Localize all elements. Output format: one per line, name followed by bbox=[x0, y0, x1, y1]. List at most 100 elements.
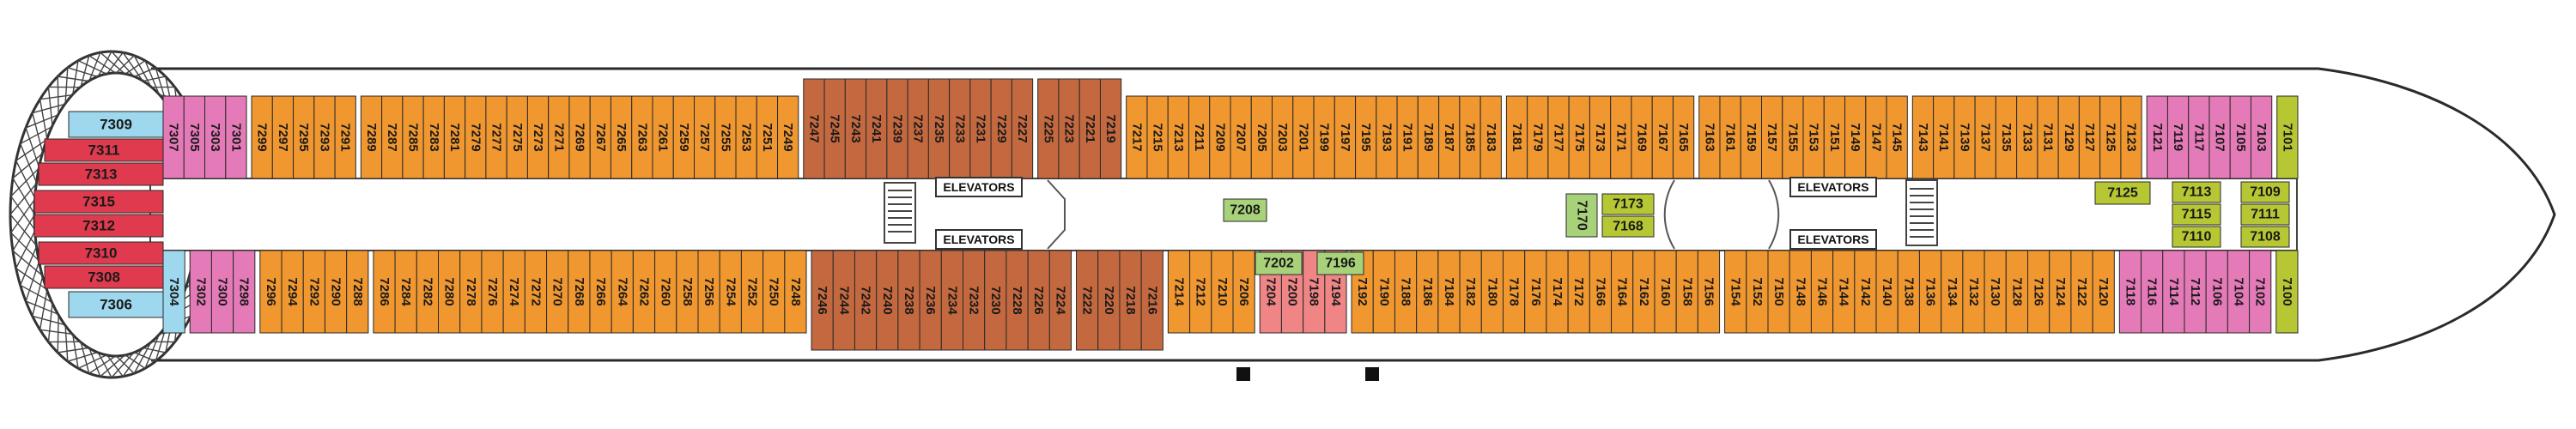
cabin-7127[interactable]: 7127 bbox=[2078, 95, 2101, 179]
cabin-7114[interactable]: 7114 bbox=[2162, 250, 2185, 334]
cabin-7176[interactable]: 7176 bbox=[1524, 250, 1547, 334]
cabin-7157[interactable]: 7157 bbox=[1761, 95, 1783, 179]
cabin-7280[interactable]: 7280 bbox=[438, 250, 461, 334]
cabin-7218[interactable]: 7218 bbox=[1119, 250, 1142, 351]
cabin-7258[interactable]: 7258 bbox=[676, 250, 699, 334]
cabin-7133[interactable]: 7133 bbox=[2016, 95, 2038, 179]
cabin-7253[interactable]: 7253 bbox=[735, 95, 757, 179]
cabin-7169[interactable]: 7169 bbox=[1631, 95, 1653, 179]
cabin-7173[interactable]: 7173 bbox=[1589, 95, 1612, 179]
cabin-7175[interactable]: 7175 bbox=[1568, 95, 1590, 179]
cabin-7125[interactable]: 7125 bbox=[2099, 95, 2122, 179]
cabin-7140[interactable]: 7140 bbox=[1875, 250, 1899, 334]
cabin-7181[interactable]: 7181 bbox=[1505, 95, 1528, 179]
cabin-7132[interactable]: 7132 bbox=[1962, 250, 1985, 334]
cabin-7208[interactable]: 7208 bbox=[1223, 198, 1267, 222]
cabin-7182[interactable]: 7182 bbox=[1459, 250, 1482, 334]
cabin-7211[interactable]: 7211 bbox=[1188, 95, 1211, 179]
cabin-7103[interactable]: 7103 bbox=[2250, 95, 2273, 179]
cabin-7312[interactable]: 7312 bbox=[33, 214, 164, 238]
cabin-7234[interactable]: 7234 bbox=[940, 250, 963, 351]
cabin-7251[interactable]: 7251 bbox=[756, 95, 779, 179]
cabin-7232[interactable]: 7232 bbox=[963, 250, 986, 351]
cabin-7143[interactable]: 7143 bbox=[1911, 95, 1935, 179]
cabin-7116[interactable]: 7116 bbox=[2141, 250, 2164, 334]
cabin-7296[interactable]: 7296 bbox=[259, 250, 283, 334]
cabin-7207[interactable]: 7207 bbox=[1230, 95, 1252, 179]
cabin-7260[interactable]: 7260 bbox=[654, 250, 677, 334]
cabin-7242[interactable]: 7242 bbox=[854, 250, 878, 351]
cabin-7271[interactable]: 7271 bbox=[548, 95, 570, 179]
cabin-7167[interactable]: 7167 bbox=[1651, 95, 1674, 179]
cabin-7124[interactable]: 7124 bbox=[2049, 250, 2072, 334]
cabin-7217[interactable]: 7217 bbox=[1126, 95, 1148, 179]
cabin-7295[interactable]: 7295 bbox=[293, 95, 315, 179]
cabin-7223[interactable]: 7223 bbox=[1058, 78, 1080, 179]
cabin-7174[interactable]: 7174 bbox=[1546, 250, 1569, 334]
cabin-7102[interactable]: 7102 bbox=[2249, 250, 2272, 334]
cabin-7179[interactable]: 7179 bbox=[1527, 95, 1549, 179]
cabin-7236[interactable]: 7236 bbox=[919, 250, 942, 351]
cabin-7163[interactable]: 7163 bbox=[1698, 95, 1721, 179]
cabin-7221[interactable]: 7221 bbox=[1078, 78, 1101, 179]
cabin-7215[interactable]: 7215 bbox=[1146, 95, 1169, 179]
cabin-7172[interactable]: 7172 bbox=[1567, 250, 1590, 334]
cabin-7229[interactable]: 7229 bbox=[990, 78, 1012, 179]
cabin-7180[interactable]: 7180 bbox=[1480, 250, 1504, 334]
cabin-7131[interactable]: 7131 bbox=[2037, 95, 2059, 179]
cabin-7166[interactable]: 7166 bbox=[1589, 250, 1613, 334]
cabin-7277[interactable]: 7277 bbox=[485, 95, 507, 179]
cabin-7241[interactable]: 7241 bbox=[866, 78, 888, 179]
cabin-7106[interactable]: 7106 bbox=[2205, 250, 2228, 334]
cabin-7101[interactable]: 7101 bbox=[2276, 95, 2299, 179]
cabin-7227[interactable]: 7227 bbox=[1011, 78, 1034, 179]
cabin-7303[interactable]: 7303 bbox=[204, 95, 227, 179]
cabin-7252[interactable]: 7252 bbox=[740, 250, 764, 334]
cabin-7225[interactable]: 7225 bbox=[1037, 78, 1060, 179]
cabin-7193[interactable]: 7193 bbox=[1376, 95, 1398, 179]
cabin-7222[interactable]: 7222 bbox=[1076, 250, 1099, 351]
cabin-7240[interactable]: 7240 bbox=[876, 250, 899, 351]
cabin-7209[interactable]: 7209 bbox=[1209, 95, 1231, 179]
cabin-7205[interactable]: 7205 bbox=[1250, 95, 1273, 179]
cabin-7170[interactable]: 7170 bbox=[1565, 193, 1598, 238]
cabin-7266[interactable]: 7266 bbox=[589, 250, 612, 334]
cabin-7226[interactable]: 7226 bbox=[1027, 250, 1050, 351]
cabin-7256[interactable]: 7256 bbox=[697, 250, 720, 334]
cabin-7137[interactable]: 7137 bbox=[1974, 95, 1996, 179]
cabin-7126[interactable]: 7126 bbox=[2027, 250, 2050, 334]
cabin-7294[interactable]: 7294 bbox=[281, 250, 304, 334]
cabin-7168[interactable]: 7168 bbox=[1601, 215, 1655, 238]
cabin-7311[interactable]: 7311 bbox=[44, 138, 164, 162]
cabin-7186[interactable]: 7186 bbox=[1416, 250, 1439, 334]
cabin-7283[interactable]: 7283 bbox=[422, 95, 445, 179]
cabin-7189[interactable]: 7189 bbox=[1417, 95, 1440, 179]
cabin-7199[interactable]: 7199 bbox=[1313, 95, 1335, 179]
cabin-7250[interactable]: 7250 bbox=[762, 250, 786, 334]
cabin-7261[interactable]: 7261 bbox=[652, 95, 674, 179]
cabin-7190[interactable]: 7190 bbox=[1372, 250, 1395, 334]
cabin-7273[interactable]: 7273 bbox=[526, 95, 550, 179]
cabin-7187[interactable]: 7187 bbox=[1438, 95, 1461, 179]
cabin-7264[interactable]: 7264 bbox=[611, 250, 634, 334]
cabin-7138[interactable]: 7138 bbox=[1897, 250, 1920, 334]
cabin-7279[interactable]: 7279 bbox=[465, 95, 487, 179]
cabin-7155[interactable]: 7155 bbox=[1782, 95, 1804, 179]
cabin-7238[interactable]: 7238 bbox=[897, 250, 920, 351]
cabin-7247[interactable]: 7247 bbox=[803, 78, 825, 179]
cabin-7188[interactable]: 7188 bbox=[1394, 250, 1418, 334]
cabin-7212[interactable]: 7212 bbox=[1189, 250, 1212, 334]
cabin-7249[interactable]: 7249 bbox=[777, 95, 799, 179]
cabin-7123[interactable]: 7123 bbox=[2120, 95, 2142, 179]
cabin-7291[interactable]: 7291 bbox=[334, 95, 356, 179]
cabin-7278[interactable]: 7278 bbox=[459, 250, 483, 334]
cabin-7290[interactable]: 7290 bbox=[324, 250, 348, 334]
cabin-7156[interactable]: 7156 bbox=[1697, 250, 1721, 334]
cabin-7134[interactable]: 7134 bbox=[1941, 250, 1964, 334]
cabin-7299[interactable]: 7299 bbox=[251, 95, 273, 179]
cabin-7118[interactable]: 7118 bbox=[2118, 250, 2142, 334]
cabin-7281[interactable]: 7281 bbox=[443, 95, 466, 179]
cabin-7148[interactable]: 7148 bbox=[1789, 250, 1812, 334]
cabin-7286[interactable]: 7286 bbox=[373, 250, 396, 334]
cabin-7235[interactable]: 7235 bbox=[927, 78, 951, 179]
